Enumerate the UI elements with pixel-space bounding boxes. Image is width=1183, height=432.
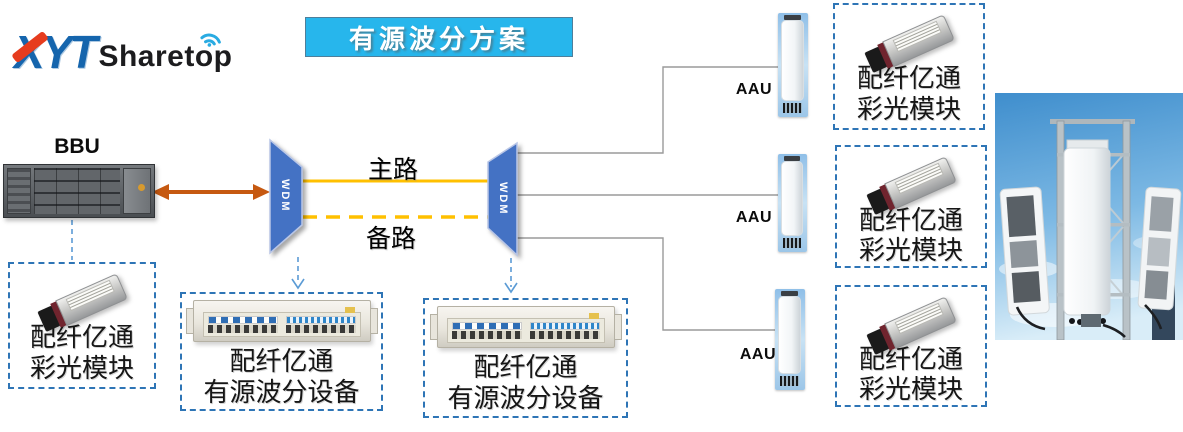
rack-module-right: [284, 307, 358, 334]
aau-radome: [781, 161, 803, 236]
aau-top-cap: [784, 15, 801, 20]
rack-port-row2: [285, 325, 356, 333]
wdm-rack-image: [185, 300, 378, 342]
sfp-image-wrap: [837, 287, 985, 355]
sfp-image-wrap: [837, 147, 985, 215]
bbu-device-image: [3, 164, 155, 218]
aau-image-1: [778, 13, 808, 117]
device-caption-line2: 有源波分设备: [203, 376, 360, 407]
aau-top-cap: [784, 156, 800, 161]
aau-top-cap: [781, 291, 798, 296]
rack-faceplate: [202, 307, 361, 337]
bbu-slot-dividers: [34, 168, 120, 214]
module-box-aau-1: 配纤亿通 彩光模块: [833, 3, 985, 130]
aau-connectors: [783, 238, 801, 248]
aau-wires: [517, 66, 778, 331]
device-caption-line2: 有源波分设备: [447, 382, 604, 413]
bbu-right-panel: [123, 168, 151, 214]
rack-ear-right: [613, 314, 622, 340]
aau-image-3: [775, 289, 805, 390]
bbu-wdm-arrow: [152, 184, 270, 200]
aau-connectors: [780, 376, 799, 386]
rack-ear-left: [185, 308, 194, 334]
module-box-aau-2: 配纤亿通 彩光模块: [835, 145, 987, 268]
wdm-left-label: WDM: [279, 179, 291, 213]
title-banner: 有源波分方案: [305, 17, 573, 57]
module-box-bbu: 配纤亿通 彩光模块: [8, 262, 156, 389]
rack-port-row2: [529, 331, 600, 339]
antenna-panel-left: [999, 186, 1050, 316]
antenna-panel-center: [1063, 139, 1111, 325]
sfp-image-wrap: [10, 264, 154, 332]
rack-module-right: [528, 313, 602, 340]
sfp-image-wrap: [835, 5, 983, 73]
rack-ear-left: [429, 314, 438, 340]
aau-radome: [778, 296, 801, 374]
rack-port-row: [207, 325, 278, 333]
aau-label-2: AAU: [735, 209, 772, 226]
module-caption: 配纤亿通 彩光模块: [859, 344, 963, 405]
company-logo: XYT Sharetop: [11, 22, 233, 75]
bbu-label: BBU: [54, 135, 100, 158]
rack-sfp-ports: [529, 322, 600, 330]
rack-sfp-ports: [285, 316, 356, 324]
wdm-right-shape: [487, 141, 518, 257]
base-equipment: [1081, 314, 1101, 327]
device-caption: 配纤亿通 有源波分设备: [447, 352, 603, 413]
aau-image-2: [778, 154, 807, 252]
device-caption-line1: 配纤亿通: [473, 352, 578, 382]
rack-module-left: [206, 315, 280, 334]
module-caption-line2: 彩光模块: [858, 235, 963, 266]
module-caption-line2: 彩光模块: [856, 93, 961, 124]
rack-ear-right: [369, 308, 378, 334]
rack-image-wrap: [425, 300, 626, 352]
cables: [1015, 304, 1163, 338]
bbu-left-panel: [7, 168, 31, 214]
wdm-rack-image: [429, 306, 622, 348]
wdm-left-shape: [269, 138, 303, 255]
rack-label-row: [207, 316, 278, 324]
aau-radome: [781, 20, 804, 101]
rack-faceplate: [446, 313, 605, 343]
module-caption-line2: 彩光模块: [858, 374, 963, 405]
aau-connectors: [783, 103, 802, 113]
wifi-icon: [199, 33, 221, 47]
device-caption: 配纤亿通 有源波分设备: [203, 346, 359, 407]
antenna-tower-photo: [995, 93, 1183, 340]
logo-mark: XYT: [11, 29, 97, 75]
main-path-label: 主路: [367, 156, 418, 184]
device-box-1: 配纤亿通 有源波分设备: [180, 292, 383, 411]
device-caption-line1: 配纤亿通: [229, 346, 334, 376]
module-caption: 配纤亿通 彩光模块: [859, 205, 963, 266]
device-box-2: 配纤亿通 有源波分设备: [423, 298, 628, 418]
module-caption-line2: 彩光模块: [29, 352, 134, 383]
rack-sticker: [588, 313, 599, 319]
bbu-indicator: [138, 184, 145, 191]
wdm-right-label: WDM: [497, 182, 509, 216]
aau-label-1: AAU: [735, 81, 772, 98]
rack-label-row: [451, 322, 522, 330]
rack-image-wrap: [182, 294, 381, 346]
aau-label-3: AAU: [739, 346, 776, 363]
logo-name: Sharetop: [98, 33, 232, 74]
dashed-drop-lines: [71, 220, 518, 294]
page-title: 有源波分方案: [348, 23, 529, 54]
module-box-aau-3: 配纤亿通 彩光模块: [835, 285, 987, 407]
rack-sticker: [344, 307, 355, 313]
backup-path-label: 备路: [365, 225, 416, 253]
rack-module-left: [450, 321, 524, 340]
antenna-panel-right: [1137, 186, 1182, 311]
rack-port-row: [451, 331, 522, 339]
